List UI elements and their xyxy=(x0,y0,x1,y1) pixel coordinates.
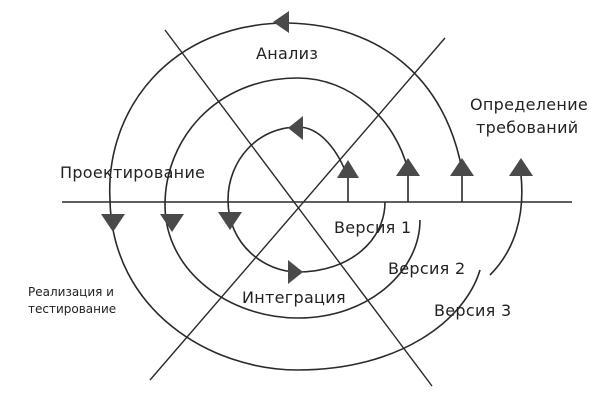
phase-label-integration: Интеграция xyxy=(242,288,346,307)
spiral-turn-1 xyxy=(227,126,386,273)
version-label-2: Версия 2 xyxy=(388,259,466,278)
arrow-down-3 xyxy=(218,212,242,230)
arrow-down-2 xyxy=(160,214,184,232)
arrow-up-1 xyxy=(337,160,359,178)
arrow-up-2 xyxy=(396,158,420,176)
arrow-integration xyxy=(288,260,303,284)
arrow-down-1 xyxy=(101,214,125,232)
arrow-analysis-outer xyxy=(273,11,289,33)
spiral-outer-tail xyxy=(489,174,523,276)
version-label-3: Версия 3 xyxy=(434,301,512,320)
phase-label-design: Проектирование xyxy=(60,163,206,182)
diagonal-axis-right xyxy=(149,37,446,381)
phase-label-requirements-line2: требований xyxy=(476,118,579,137)
version-label-1: Версия 1 xyxy=(334,218,412,237)
arrow-up-4 xyxy=(509,158,533,176)
phase-label-implementation-line2: тестирование xyxy=(28,302,117,316)
spiral-turn-3 xyxy=(109,22,481,371)
phase-label-requirements-line1: Определение xyxy=(470,95,589,114)
arrow-center-left xyxy=(288,116,303,140)
phase-label-implementation-line1: Реализация и xyxy=(28,285,114,299)
spiral-turn-2 xyxy=(164,77,421,319)
phase-label-analysis: Анализ xyxy=(256,44,319,63)
arrow-up-3 xyxy=(450,158,474,176)
